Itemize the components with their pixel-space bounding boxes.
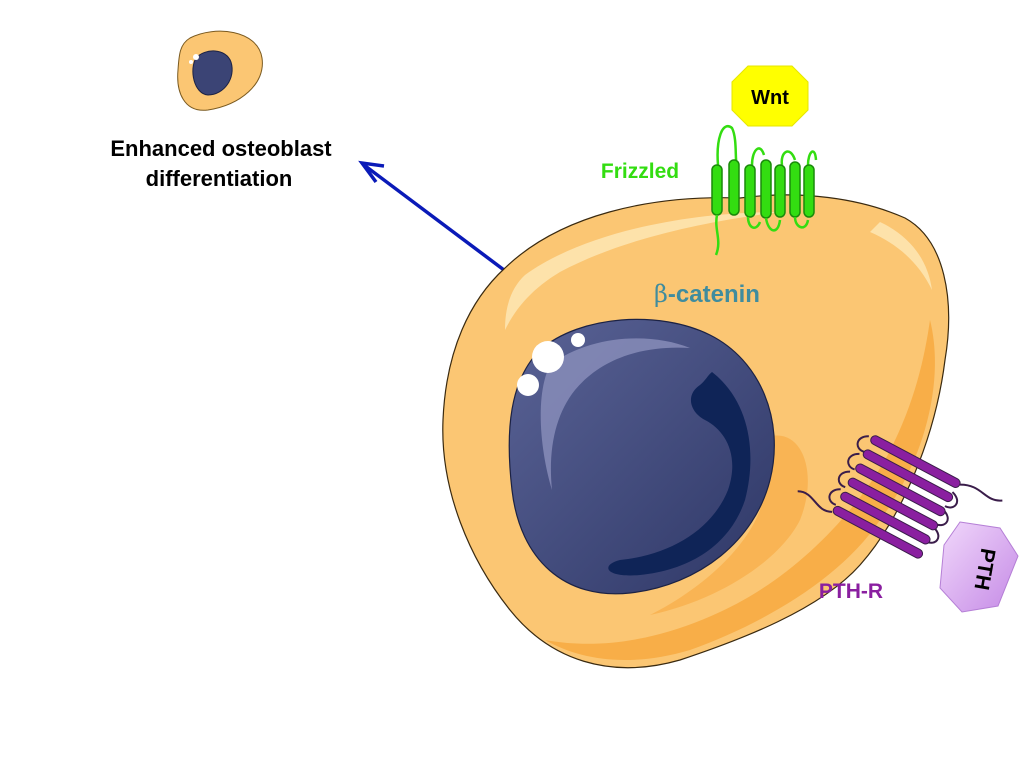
frizzled-helix	[774, 164, 786, 218]
pthr-loop	[828, 435, 959, 544]
pthr-helix	[832, 505, 924, 559]
frizzled-loop	[716, 125, 818, 171]
wnt-label: Wnt	[751, 87, 789, 109]
pth-shape	[939, 521, 1019, 613]
frizzled-helix	[744, 164, 756, 218]
vesicle	[532, 341, 564, 373]
catenin-text: -catenin	[668, 281, 760, 308]
pthr-helix	[840, 491, 931, 545]
nucleus-dark-region	[608, 372, 751, 576]
nucleus	[508, 318, 775, 595]
cell-highlight	[505, 212, 780, 330]
pthr-helix	[855, 463, 946, 517]
cell-highlight-right	[870, 222, 932, 290]
nucleus-highlight	[540, 338, 690, 490]
outcome-label-line2: differentiation	[146, 166, 293, 191]
frizzled-receptor	[711, 125, 818, 256]
pthr-helix	[847, 477, 939, 531]
pth-ligand: PTH	[939, 521, 1019, 613]
pthr-label: PTH-R	[819, 580, 883, 603]
vesicle	[517, 374, 539, 396]
frizzled-label: Frizzled	[601, 160, 679, 183]
outcome-label-line1: Enhanced osteoblast	[110, 136, 332, 161]
small-cell-vesicle	[189, 60, 193, 64]
beta-catenin-label: β-catenin	[654, 280, 760, 308]
frizzled-helix	[711, 164, 723, 216]
beta-symbol: β	[654, 280, 668, 308]
wnt-ligand: Wnt	[731, 65, 809, 127]
small-cell-vesicle	[193, 54, 199, 60]
differentiation-arrow	[358, 160, 506, 272]
pthr-tail	[797, 483, 1003, 513]
frizzled-helix	[789, 161, 801, 218]
small-osteoblast-cell	[177, 30, 263, 111]
frizzled-helix	[760, 159, 772, 219]
frizzled-helix	[803, 164, 815, 218]
small-cell-nucleus	[192, 50, 233, 96]
pthr-helix	[870, 435, 961, 488]
pthr-helix	[862, 449, 954, 503]
frizzled-tail	[714, 214, 810, 256]
wnt-octagon	[731, 65, 809, 127]
pthr-receptor	[797, 435, 1003, 559]
frizzled-helix	[728, 159, 740, 216]
vesicle	[571, 333, 585, 347]
